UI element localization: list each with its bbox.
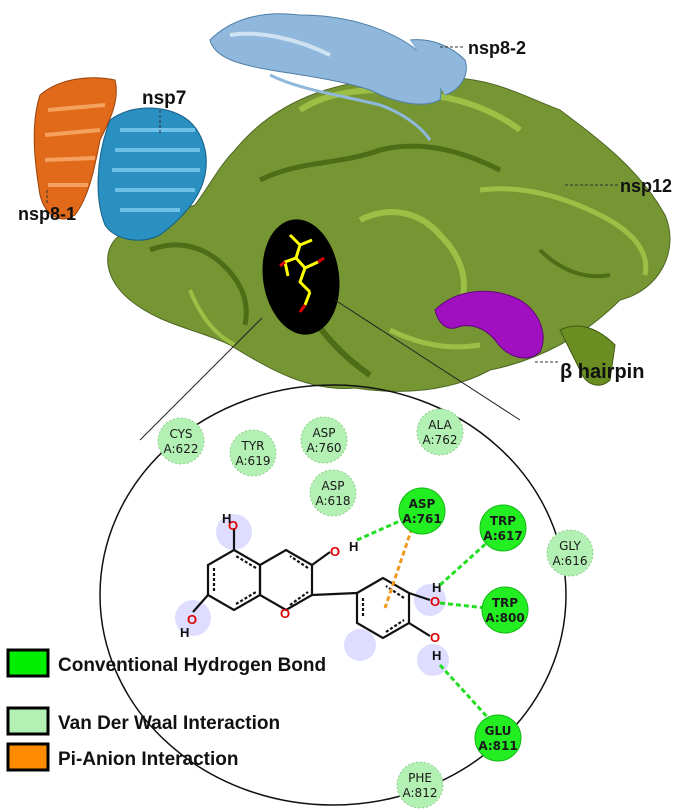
residue-name: GLY xyxy=(559,539,581,553)
nsp7-domain xyxy=(97,107,207,241)
residue-name: ALA xyxy=(428,418,452,432)
residue-id: A:812 xyxy=(403,786,438,800)
protein-structure xyxy=(33,13,671,441)
residue-id: A:761 xyxy=(402,512,441,526)
atom-h-b4: H xyxy=(432,648,441,663)
residue-disc xyxy=(229,429,277,477)
residue-name: TRP xyxy=(490,514,516,528)
atom-h-b3: H xyxy=(432,580,441,595)
residue-name: ASP xyxy=(312,426,335,440)
ligand-bonds xyxy=(192,528,431,640)
pi-anion-asp761 xyxy=(383,527,414,609)
interaction-map-ellipse xyxy=(99,384,567,806)
interaction-lines xyxy=(356,510,506,722)
residue-id: A:617 xyxy=(483,529,522,543)
legend-swatch-vdw xyxy=(6,706,50,736)
residue-name: GLU xyxy=(485,724,512,738)
atom-o-ring: O xyxy=(280,606,290,621)
atom-h-c3: H xyxy=(349,539,358,554)
atom-h-a7: H xyxy=(180,625,189,640)
atom-o-c3: O xyxy=(330,544,340,559)
label-nsp8-2: nsp8-2 xyxy=(468,38,526,58)
residue-id: A:811 xyxy=(478,739,517,753)
residue-id: A:800 xyxy=(485,611,524,625)
legend: Conventional Hydrogen Bond Van Der Waal … xyxy=(6,648,326,772)
residue-disc xyxy=(481,586,529,634)
legend-label-vdw: Van Der Waal Interaction xyxy=(58,713,280,734)
residue-id: A:618 xyxy=(316,494,351,508)
legend-item-pi-anion: Pi-Anion Interaction xyxy=(6,742,239,772)
legend-item-hbond: Conventional Hydrogen Bond xyxy=(6,648,326,678)
residue-name: TRP xyxy=(492,596,518,610)
residue-disc xyxy=(309,469,357,517)
nsp8-1-domain xyxy=(33,77,117,220)
legend-item-vdw: Van Der Waal Interaction xyxy=(6,706,280,736)
atom-o-b3: O xyxy=(430,594,440,609)
chain-labels: nsp8-2 nsp7 nsp12 nsp8-1 β hairpin xyxy=(18,38,672,383)
label-nsp8-1: nsp8-1 xyxy=(18,204,76,224)
nsp8-2-domain xyxy=(209,13,467,141)
ligand-oxygens xyxy=(279,256,325,313)
atom-h-a5: H xyxy=(222,511,231,526)
residue-id: A:616 xyxy=(553,554,588,568)
residue-name: PHE xyxy=(408,771,432,785)
atom-o-a7: O xyxy=(187,612,197,627)
atom-o-a5: O xyxy=(228,518,238,533)
beta-hairpin xyxy=(434,290,544,359)
hbond-trp800 xyxy=(439,601,506,612)
residue-disc xyxy=(396,761,444,809)
legend-swatch-hbond xyxy=(6,648,50,678)
hbond-trp617 xyxy=(438,538,492,587)
label-beta-hairpin: β hairpin xyxy=(560,361,644,383)
residue-id: A:760 xyxy=(307,441,342,455)
zoom-line-right xyxy=(334,299,521,421)
residue-name: ASP xyxy=(321,479,344,493)
residue-disc xyxy=(398,487,446,535)
atom-o-b4: O xyxy=(430,630,440,645)
legend-label-hbond: Conventional Hydrogen Bond xyxy=(58,655,326,676)
residue-id: A:622 xyxy=(164,442,199,456)
residue-disc xyxy=(546,529,594,577)
label-nsp7: nsp7 xyxy=(142,88,186,109)
residue-name: TYR xyxy=(241,439,265,453)
ligand-sticks xyxy=(283,233,319,306)
legend-swatch-pi-anion xyxy=(6,742,50,772)
residue-id: A:619 xyxy=(236,454,271,468)
hbond-glu811 xyxy=(438,663,492,722)
residue-disc xyxy=(474,714,522,762)
residue-name: ASP xyxy=(409,497,436,511)
residue-disc xyxy=(416,408,464,456)
legend-label-pi-anion: Pi-Anion Interaction xyxy=(58,749,239,770)
zoom-line-left xyxy=(139,317,263,441)
residue-disc xyxy=(157,417,205,465)
label-nsp12: nsp12 xyxy=(620,176,672,196)
residue-id: A:762 xyxy=(423,433,458,447)
residue-disc xyxy=(479,504,527,552)
residue-disc xyxy=(300,416,348,464)
residue-name: CYS xyxy=(169,427,192,441)
